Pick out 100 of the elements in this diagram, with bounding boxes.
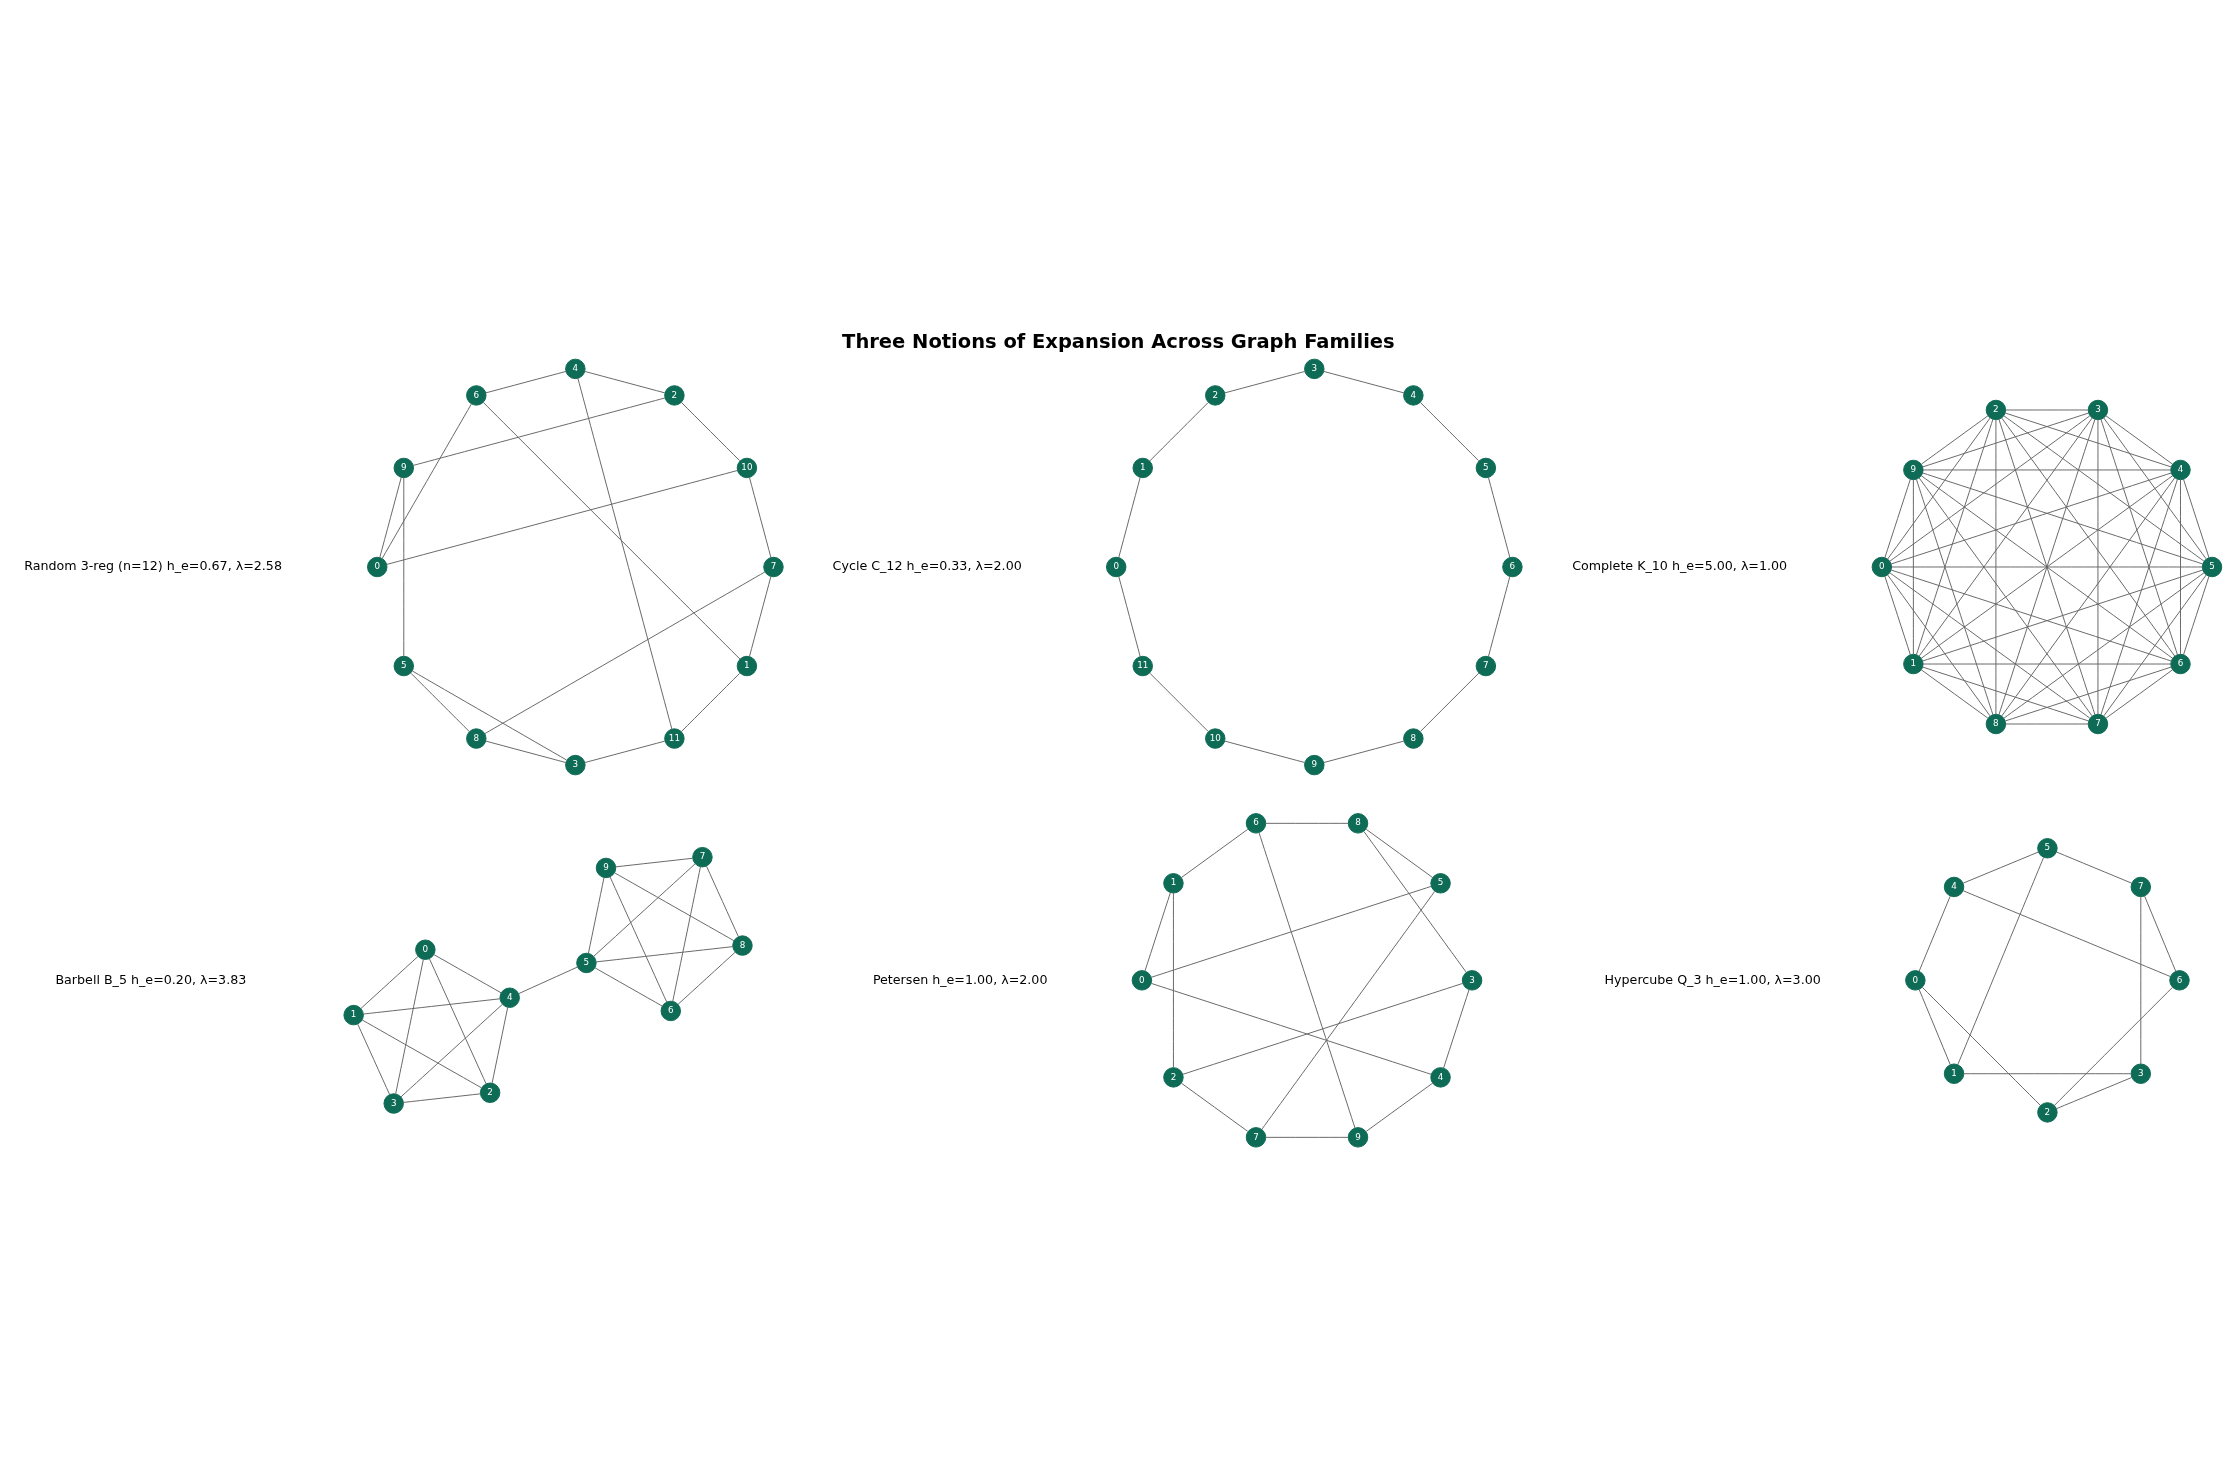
node-circle: 2 [1205, 385, 1226, 406]
connector [1182, 982, 1464, 1075]
connector [2144, 895, 2177, 972]
connector [1149, 402, 1209, 462]
connector [484, 571, 766, 735]
connector [485, 370, 567, 394]
connector [1887, 417, 1991, 560]
connector [593, 863, 696, 957]
connector [2100, 478, 2178, 716]
node-circle: 1 [1943, 1063, 1965, 1084]
connector [428, 958, 487, 1085]
connector [1363, 831, 1467, 973]
connector [1921, 986, 2041, 1106]
connector [2183, 478, 2210, 559]
node-circle: 6 [466, 385, 487, 406]
node-circle: 3 [565, 754, 586, 776]
connector [1884, 575, 1911, 656]
node-circle: 0 [1905, 970, 1926, 991]
connector [1962, 851, 2039, 884]
connector [2005, 409, 2089, 411]
label: Barbell B_5 h_e=0.20, λ=3.83 [55, 971, 247, 987]
connector [2105, 669, 2174, 719]
node-circle: 0 [1105, 556, 1127, 578]
node-circle: 1 [1163, 873, 1184, 894]
connector [2001, 417, 2176, 657]
connector [1920, 475, 2173, 659]
node-circle: 1 [736, 655, 758, 677]
connector [609, 876, 668, 1003]
node-circle: 4 [1403, 385, 1424, 406]
connector [2183, 575, 2210, 656]
connector [2097, 419, 2099, 715]
node-circle: 5 [1430, 873, 1451, 894]
node-circle: 4 [1943, 876, 1965, 898]
connector [1487, 476, 1511, 558]
node-circle: 0 [1871, 556, 1893, 578]
connector [403, 477, 405, 657]
connector [2103, 417, 2207, 560]
connector [491, 1006, 509, 1084]
connector [1323, 370, 1405, 394]
connector [1918, 989, 1951, 1065]
connector [1261, 891, 1436, 1130]
connector [1265, 1136, 1349, 1138]
connector [1957, 857, 2044, 1066]
node-circle: 0 [415, 939, 436, 960]
connector [1921, 415, 1989, 465]
diagram-title: Three Notions of Expansion Across Graph Families [842, 330, 1395, 354]
node-circle: 4 [499, 987, 520, 1008]
connector [1915, 418, 1994, 656]
connector [1995, 419, 1997, 715]
connector [1265, 822, 1349, 824]
node-circle: 2 [2037, 1102, 2058, 1123]
node-circle: 8 [1403, 728, 1424, 749]
node-circle: 5 [1475, 457, 1497, 479]
connector [680, 672, 741, 733]
connector [485, 740, 567, 764]
node-circle: 3 [1461, 970, 1483, 991]
connector [386, 470, 738, 565]
connector [1890, 472, 2172, 565]
node-circle: 3 [1304, 358, 1325, 380]
connector [1323, 740, 1405, 763]
connector [1224, 371, 1306, 394]
connector [2003, 415, 2205, 562]
node-circle: 9 [1347, 1127, 1369, 1148]
node-circle: 0 [367, 556, 388, 578]
connector [1365, 828, 1434, 879]
connector [1172, 892, 1174, 1068]
connector [379, 476, 402, 558]
node-circle: 3 [2130, 1063, 2152, 1084]
connector [1922, 469, 2172, 471]
connector [1180, 828, 1249, 879]
node-circle: 2 [664, 385, 685, 406]
node-circle: 1 [1132, 457, 1153, 479]
node-circle: 6 [2170, 653, 2191, 675]
connector [584, 740, 666, 764]
connector [1419, 401, 1480, 462]
node-circle: 8 [732, 935, 753, 956]
node-circle: 9 [393, 457, 415, 479]
node-circle: 6 [1502, 556, 1523, 578]
node-circle: 5 [2201, 556, 2223, 578]
connector [1144, 892, 1171, 972]
connector [2056, 851, 2133, 884]
connector [2100, 418, 2178, 656]
connector [1912, 479, 1914, 655]
connector [2180, 479, 2181, 655]
connector [1151, 983, 1432, 1075]
connector [595, 946, 734, 963]
node-circle: 4 [565, 358, 586, 380]
connector [362, 998, 501, 1015]
connector [360, 956, 419, 1009]
connector [1922, 569, 2204, 662]
node-circle: 10 [736, 457, 758, 479]
node-circle: 8 [1985, 713, 2007, 735]
connector [1224, 740, 1306, 764]
node-circle: 7 [1475, 655, 1497, 677]
connector [2005, 666, 2172, 722]
connector [615, 857, 693, 868]
label: Complete K_10 h_e=5.00, λ=1.00 [1572, 558, 1788, 574]
label: Random 3-reg (n=12) h_e=0.67, λ=2.58 [24, 558, 282, 574]
connector [1151, 885, 1432, 978]
connector [400, 1003, 503, 1098]
